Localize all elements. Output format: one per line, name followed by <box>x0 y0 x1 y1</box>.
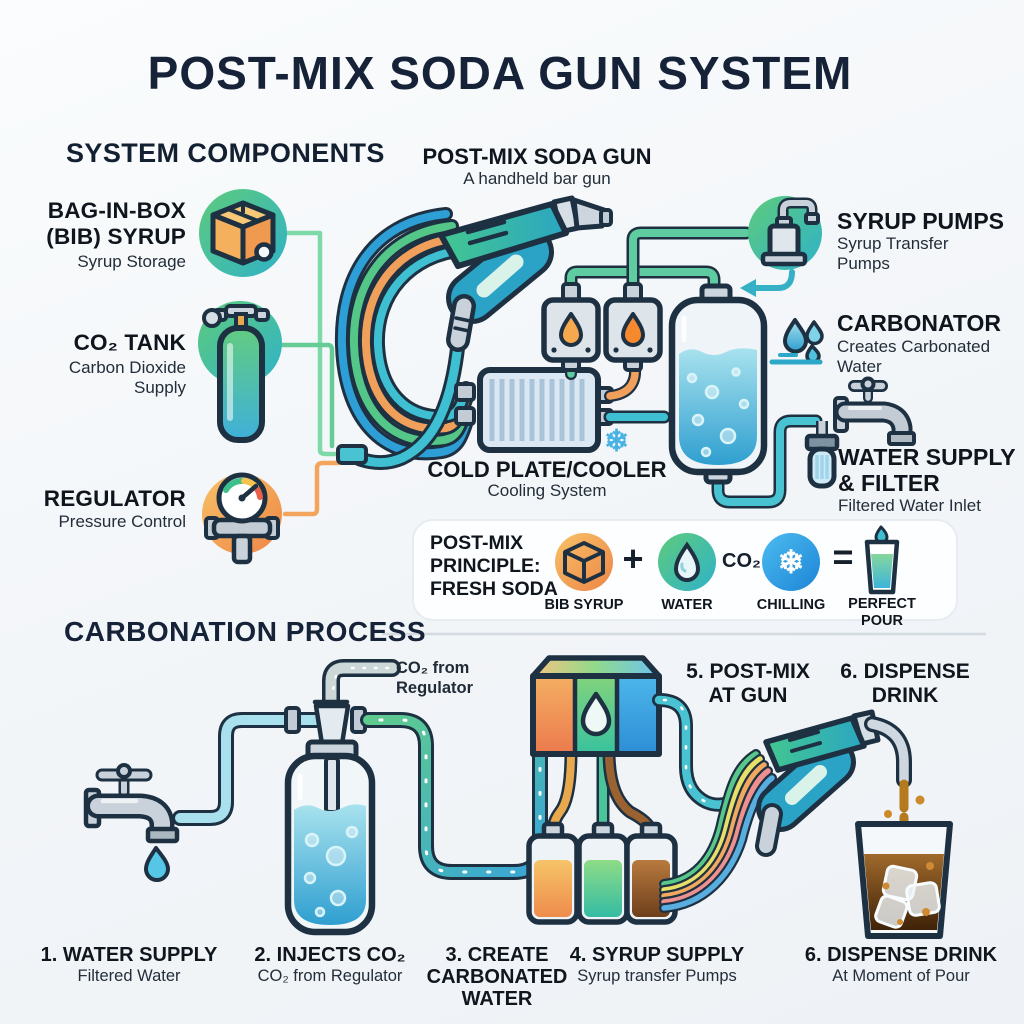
principle-chilling-label: CHILLING <box>756 597 826 613</box>
co2-from-regulator-note: CO₂ from Regulator <box>396 659 474 697</box>
soda-gun-heading: POST-MIX SODA GUN <box>422 144 652 169</box>
drink-glass <box>855 821 953 939</box>
system-components-heading: SYSTEM COMPONENTS <box>66 138 385 168</box>
syrup-feed-pipes <box>546 745 658 839</box>
step6-top-label: 6. DISPENSE DRINK <box>840 660 970 707</box>
soda-gun-illustration <box>336 195 613 471</box>
syrup-pumps-icon <box>748 196 822 270</box>
page-title: POST-MIX SODA GUN SYSTEM <box>147 47 853 99</box>
caption-4-label: 4. SYRUP SUPPLY <box>569 944 745 966</box>
water-inlet-arrow <box>740 279 756 297</box>
water-droplet-icon <box>658 533 716 591</box>
caption-2-label: 2. INJECTS CO₂ <box>254 944 406 966</box>
component-co2-desc: Carbon Dioxide Supply <box>68 358 186 397</box>
caption-6-label: 6. DISPENSE DRINK <box>804 944 998 966</box>
soda-gun-bottom <box>755 709 912 857</box>
perfect-pour-glass-icon <box>864 525 900 595</box>
syrup-pumps-heading: SYRUP PUMPS <box>837 208 1005 234</box>
carbonation-process-heading: CARBONATION PROCESS <box>64 616 427 647</box>
syrup-hose-bundle <box>659 749 777 913</box>
carbonator-desc: Creates Carbonated Water <box>837 337 991 376</box>
principle-water-label: WATER <box>661 597 713 613</box>
faucet-icon <box>833 376 916 446</box>
plus-sign: + <box>622 538 644 579</box>
snowflake-icon: ❄ <box>604 425 630 458</box>
carbonated-water-pipe <box>360 712 548 880</box>
hose-manifold-cap <box>336 444 368 465</box>
mixing-box <box>530 655 662 757</box>
component-regulator-desc: Pressure Control <box>58 512 186 531</box>
syrup-pumps-desc: Syrup Transfer Pumps <box>837 234 949 273</box>
principle-bib-label: BIB SYRUP <box>544 597 624 613</box>
water-drop <box>144 846 170 882</box>
component-co2-name: CO₂ TANK <box>73 330 186 355</box>
caption-2-desc: CO₂ from Regulator <box>257 967 403 985</box>
water-supply-heading: WATER SUPPLY & FILTER <box>838 444 1016 496</box>
chilling-snowflake-icon: ❄ <box>777 544 805 580</box>
principle-result-label: PERFECT POUR <box>848 596 916 629</box>
carbonator-bottle <box>284 703 376 936</box>
caption-4-desc: Syrup transfer Pumps <box>577 967 737 985</box>
co2-cylinder-icon <box>198 301 282 443</box>
caption-3-label: 3. CREATE CARBONATED WATER <box>426 944 568 1010</box>
chilling-circle <box>762 533 820 591</box>
caption-6-desc: At Moment of Pour <box>832 967 970 985</box>
caption-1-desc: Filtered Water <box>77 967 181 985</box>
equals-sign: = <box>832 536 854 577</box>
top-pipes <box>564 226 823 509</box>
principle-heading: POST-MIX PRINCIPLE: FRESH SODA <box>430 532 558 600</box>
soda-gun-subtitle: A handheld bar gun <box>463 169 611 188</box>
syrup-bottles <box>526 821 678 925</box>
water-pipe <box>172 712 326 826</box>
bib-cube-icon <box>555 533 613 591</box>
cold-plate-heading: COLD PLATE/COOLER <box>427 457 667 482</box>
water-filter-icon <box>804 421 840 489</box>
step5-label: 5. POST-MIX AT GUN <box>686 660 810 707</box>
water-droplets-icon <box>769 318 824 365</box>
droplet-icon <box>580 691 612 737</box>
cold-plate-illustration <box>454 367 614 453</box>
component-bib-desc: Syrup Storage <box>77 252 186 271</box>
faucet-bottom-icon <box>83 763 180 882</box>
principle-co2-label: CO₂ <box>722 550 761 572</box>
component-regulator-name: REGULATOR <box>43 486 186 511</box>
component-bib-name: BAG-IN-BOX (BIB) SYRUP <box>46 198 186 249</box>
syrup-pump-units <box>541 282 663 372</box>
component-connector-lines <box>279 230 341 517</box>
caption-1-label: 1. WATER SUPPLY <box>40 944 218 966</box>
cold-plate-subtitle: Cooling System <box>487 481 607 500</box>
bib-box-icon <box>199 189 287 277</box>
carbonator-heading: CARBONATOR <box>837 310 1001 336</box>
pressure-gauge-icon <box>202 472 282 565</box>
water-supply-desc: Filtered Water Inlet <box>838 496 981 515</box>
carbonator-tank <box>668 283 768 485</box>
